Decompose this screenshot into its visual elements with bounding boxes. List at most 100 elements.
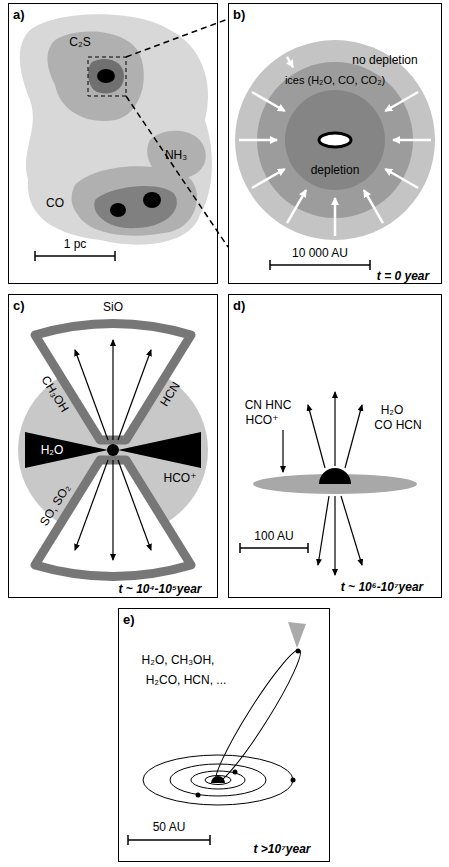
drawing-part [341, 496, 362, 565]
drawing-part [345, 405, 362, 468]
panel-letter: c) [13, 298, 25, 313]
panel-frame: a) [8, 3, 218, 284]
drawing-part [110, 203, 126, 217]
drawing-part [233, 770, 238, 775]
drawing-part [118, 350, 151, 440]
drawing-part [127, 835, 129, 845]
drawing-part [240, 547, 308, 549]
drawing-part [205, 776, 231, 785]
drawing-part [319, 133, 351, 147]
drawing-part [385, 169, 418, 188]
drawing-part [393, 139, 431, 142]
zoom-line [126, 19, 228, 247]
drawing-part [112, 340, 113, 440]
chem-label: 50 AU [153, 820, 186, 834]
drawing-part [318, 496, 329, 565]
drawing-part [369, 260, 371, 270]
time-label: t ~ 10⁶-10⁷year [341, 580, 424, 594]
chem-label: CN HNC [245, 398, 292, 412]
drawing-part [296, 649, 301, 654]
drawing-part [94, 186, 177, 228]
drawing-part [257, 62, 413, 218]
drawing-part [34, 251, 36, 261]
chem-label: C₂S [69, 35, 90, 49]
chem-label: SiO [103, 300, 123, 314]
panel-letter: a) [13, 7, 25, 22]
drawing-part [143, 755, 293, 805]
drawing-part [143, 192, 161, 208]
drawing-part [20, 14, 212, 244]
drawing-part [35, 251, 115, 261]
drawing-part [252, 92, 285, 111]
panel-frame: d) [228, 294, 442, 598]
time-label: t >10⁷year [254, 842, 311, 856]
drawing-part [97, 69, 115, 83]
panel-frame: e) [118, 608, 330, 862]
drawing-part [128, 835, 210, 845]
outflow [18, 324, 208, 577]
drawing-part [196, 793, 201, 798]
chem-label: H₂CO, HCN, ... [146, 673, 227, 687]
drawing-part [308, 405, 325, 468]
drawing-part [128, 839, 210, 841]
chem-label: 100 AU [254, 529, 293, 543]
drawing-part [285, 90, 385, 190]
drawing-part [240, 543, 308, 553]
drawing-part [334, 496, 335, 575]
time-label: t = 0 year [377, 269, 429, 283]
time-label: t ~ 10⁴-10⁵year [118, 582, 201, 596]
drawing-part [270, 264, 370, 266]
drawing-part [287, 57, 293, 67]
drawing-part [269, 260, 271, 270]
panel-letter: e) [123, 612, 135, 627]
cloud-map [20, 14, 212, 261]
drawing-part [118, 460, 151, 550]
drawing-part [88, 57, 126, 96]
drawing-part [25, 432, 108, 468]
drawing-part [239, 139, 277, 142]
drawing-part [35, 255, 115, 257]
drawing-part [334, 392, 335, 466]
drawing-part [107, 444, 119, 456]
drawing-part [114, 251, 116, 261]
chem-label: ices (H₂O, CO, CO₂) [285, 73, 385, 87]
core-rings [235, 40, 435, 270]
drawing-part [209, 835, 211, 845]
drawing-part [287, 190, 306, 223]
drawing-part [307, 543, 309, 553]
drawing-part [239, 57, 431, 236]
drawing-part [319, 468, 351, 484]
drawing-part [239, 543, 241, 553]
drawing-part [35, 324, 191, 441]
panel-letter: d) [233, 298, 245, 313]
chem-label: H₂O, CH₃OH, [142, 653, 215, 667]
drawing-part [112, 460, 113, 560]
chem-label: H₂O [41, 443, 64, 457]
chem-label: CO HCN [374, 418, 421, 432]
drawing-part [282, 430, 283, 472]
chem-label: depletion [311, 163, 360, 177]
planetary-system [128, 622, 308, 845]
chem-label: no depletion [352, 53, 417, 67]
drawing-part [143, 645, 308, 805]
chem-label: H₂O [381, 403, 404, 417]
panel-letter: b) [233, 7, 245, 22]
panel-frame: b) [228, 3, 442, 284]
drawing-part [235, 40, 435, 240]
chem-label: NH₃ [165, 148, 187, 162]
chem-label: HCO⁺ [164, 471, 197, 485]
drawing-part [88, 59, 124, 94]
drawing-part [75, 460, 108, 550]
chem-label: 1 pc [64, 237, 87, 251]
drawing-part [334, 198, 337, 236]
drawing-part [364, 190, 383, 223]
panel-frame: c) [8, 294, 218, 598]
chem-label: CO [46, 196, 64, 210]
chem-label: HCO⁺ [246, 413, 279, 427]
drawing-part [291, 778, 296, 783]
drawing-part [118, 432, 201, 468]
drawing-part [385, 92, 418, 111]
drawing-part [208, 645, 308, 788]
